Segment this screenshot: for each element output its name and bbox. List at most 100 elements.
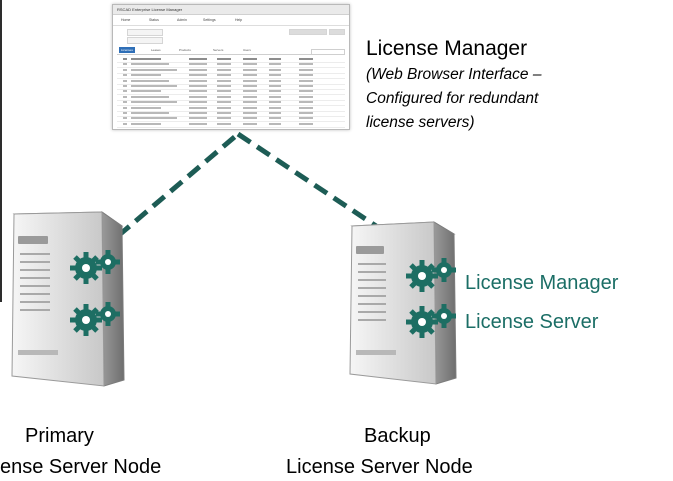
thumbnail-tab[interactable]: Leases: [151, 48, 161, 52]
thumbnail-table-cell: [131, 101, 177, 104]
thumbnail-table-cell: [299, 90, 313, 93]
thumbnail-table-row[interactable]: [117, 116, 345, 123]
backup-link-line: [236, 131, 378, 229]
thumbnail-table-cell: [189, 106, 207, 109]
thumbnail-table-row[interactable]: [117, 57, 345, 63]
thumbnail-table-cell: [299, 63, 313, 66]
thumbnail-table-cell: [243, 85, 257, 87]
thumbnail-table-cell: [123, 95, 127, 98]
thumbnail-tab[interactable]: Users: [243, 48, 251, 52]
thumbnail-table-cell: [217, 85, 231, 87]
thumbnail-table-cell: [269, 101, 281, 104]
thumbnail-table-cell: [189, 122, 207, 125]
thumbnail-table-cell: [269, 85, 281, 87]
frame-border-line: [0, 0, 2, 302]
thumbnail-table-row[interactable]: [117, 100, 345, 107]
thumbnail-table-cell: [217, 79, 231, 82]
thumbnail-tab[interactable]: Servers: [213, 48, 224, 52]
thumbnail-search-box[interactable]: [311, 49, 345, 55]
thumbnail-table-row[interactable]: [117, 84, 345, 90]
thumbnail-tab[interactable]: Licenses: [119, 47, 135, 53]
thumbnail-table-cell: [217, 74, 231, 77]
thumbnail-table-row[interactable]: [117, 68, 345, 74]
thumbnail-table-cell: [243, 95, 257, 98]
thumbnail-menu-item[interactable]: Settings: [203, 18, 216, 22]
thumbnail-table-cell: [299, 58, 313, 60]
primary-node-label-line: ense Server Node: [0, 456, 162, 478]
thumbnail-menu-item[interactable]: Help: [235, 18, 243, 22]
thumbnail-table-row[interactable]: [117, 95, 345, 101]
thumbnail-table-cell: [123, 112, 127, 114]
thumbnail-table-row[interactable]: [117, 89, 345, 96]
thumbnail-table-row[interactable]: [117, 111, 345, 117]
thumbnail-table-cell: [269, 90, 281, 93]
gear-icon: [406, 258, 456, 292]
thumbnail-table-cell: [131, 95, 169, 98]
thumbnail-table-cell: [123, 106, 127, 109]
thumbnail-table-cell: [217, 95, 231, 98]
gear-icon: [70, 250, 120, 284]
thumbnail-table-row[interactable]: [117, 79, 345, 85]
thumbnail-window-title: RSCAD Enterprise License Manager: [113, 5, 349, 15]
thumbnail-input[interactable]: [127, 37, 163, 44]
thumbnail-table-cell: [299, 112, 313, 114]
backup-service-license-manager: License Manager: [465, 272, 619, 294]
thumbnail-menu-item[interactable]: Home: [121, 18, 131, 22]
thumbnail-menu-item[interactable]: Status: [149, 18, 159, 22]
thumbnail-table-cell: [189, 58, 207, 60]
thumbnail-table-cell: [217, 68, 231, 71]
thumbnail-table-row[interactable]: [117, 106, 345, 112]
thumbnail-table-cell: [131, 117, 177, 120]
thumbnail-table-row[interactable]: [117, 122, 345, 128]
thumbnail-table-cell: [269, 68, 281, 71]
thumbnail-menu-item[interactable]: Admin: [177, 18, 187, 22]
thumbnail-table-cell: [131, 79, 169, 82]
thumbnail-info-block: [289, 29, 327, 35]
backup-service-license-server: License Server: [465, 311, 599, 333]
thumbnail-table-cell: [217, 122, 231, 125]
thumbnail-table-cell: [131, 74, 161, 77]
thumbnail-table-cell: [243, 90, 257, 93]
thumbnail-table-cell: [217, 58, 231, 60]
thumbnail-table-cell: [217, 90, 231, 93]
thumbnail-table-cell: [189, 74, 207, 77]
primary-node-label-line: Primary: [25, 425, 94, 447]
thumbnail-table-cell: [189, 112, 207, 114]
thumbnail-table-cell: [123, 85, 127, 87]
thumbnail-table-cell: [217, 117, 231, 120]
thumbnail-table-cell: [189, 63, 207, 66]
thumbnail-table-cell: [131, 58, 161, 60]
backup-node-label-line: Backup: [364, 425, 431, 447]
thumbnail-table-row[interactable]: [117, 62, 345, 69]
thumbnail-table-cell: [217, 106, 231, 109]
thumbnail-table-cell: [189, 90, 207, 93]
thumbnail-tab[interactable]: Products: [179, 48, 191, 52]
thumbnail-table-cell: [269, 79, 281, 82]
web-interface-description-line: (Web Browser Interface –: [366, 66, 542, 83]
thumbnail-table-cell: [243, 101, 257, 104]
thumbnail-table-cell: [243, 68, 257, 71]
gear-icon: [70, 302, 120, 336]
thumbnail-table-cell: [123, 58, 127, 60]
web-interface-description-line: license servers): [366, 114, 475, 131]
thumbnail-input[interactable]: [127, 29, 163, 36]
thumbnail-table-cell: [131, 90, 161, 93]
license-manager-screenshot: RSCAD Enterprise License Manager Home St…: [112, 4, 350, 130]
thumbnail-table-cell: [189, 101, 207, 104]
thumbnail-table-cell: [131, 106, 161, 109]
primary-link-line: [116, 132, 240, 238]
thumbnail-table-cell: [299, 74, 313, 77]
thumbnail-table-cell: [269, 95, 281, 98]
primary-server-icon: [11, 211, 125, 387]
thumbnail-table-cell: [123, 101, 127, 104]
thumbnail-table-cell: [243, 112, 257, 114]
thumbnail-table-cell: [243, 74, 257, 77]
web-interface-description-line: Configured for redundant: [366, 90, 539, 107]
thumbnail-table-cell: [299, 79, 313, 82]
thumbnail-tabs: Licenses Leases Products Servers Users: [117, 47, 345, 55]
thumbnail-info-block: [329, 29, 345, 35]
thumbnail-table-row[interactable]: [117, 73, 345, 80]
thumbnail-table-cell: [299, 68, 313, 71]
thumbnail-table-cell: [189, 85, 207, 87]
